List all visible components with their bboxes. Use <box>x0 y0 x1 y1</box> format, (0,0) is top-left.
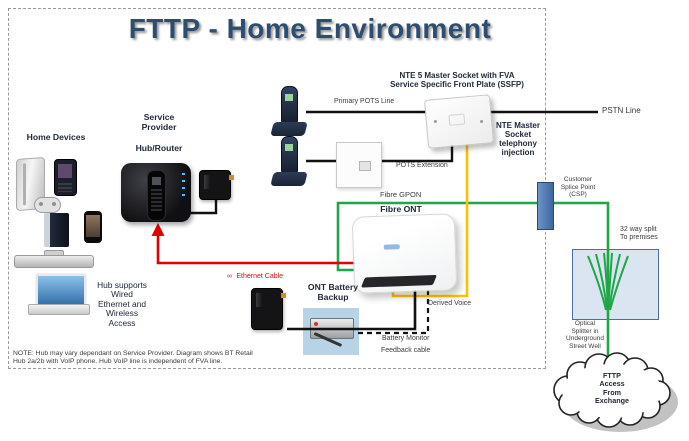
hub-led-lights <box>182 173 185 197</box>
ethernet-cable-icon: ∞ <box>226 273 232 280</box>
smartphone-image <box>54 159 77 196</box>
hub-power-cable <box>190 198 218 215</box>
pots-extension-socket-image <box>336 142 382 188</box>
pots-extension-label: POTS Extension <box>396 162 448 169</box>
exchange-cloud-label: FTTP Access From Exchange <box>595 371 629 406</box>
32-way-split-label: 32 way split To premises <box>620 226 658 242</box>
cordless-phone-extension-image <box>270 136 308 188</box>
phone-handset <box>281 86 298 127</box>
page-title: FTTP - Home Environment <box>128 13 492 44</box>
derived-voice-label: Derived Voice <box>428 300 472 307</box>
ethernet-cable-line <box>156 234 378 265</box>
hub-router-label: Hub/Router <box>135 143 183 153</box>
phone-base <box>270 122 308 136</box>
optical-splitter-box <box>572 249 659 320</box>
footer-note: NOTE: Hub may vary dependant on Service … <box>13 350 253 366</box>
nte-injection-label: NTE Master Socket telephony injection <box>495 121 540 157</box>
fibre-ont-label: Fibre ONT <box>380 204 422 214</box>
fibre-gpon-cable <box>336 201 610 358</box>
phone-base <box>270 172 308 186</box>
fibre-ont-image <box>351 213 458 294</box>
exchange-cloud-icon <box>553 352 678 432</box>
service-provider-label: Service Provider <box>141 112 177 132</box>
ont-power-adapter-image <box>251 288 286 330</box>
feedback-cable-label: Feedback cable <box>381 347 431 354</box>
ethernet-cable-label-group: ∞ Ethernet Cable <box>205 265 305 283</box>
hub-power-adapter-image <box>199 170 234 200</box>
customer-splice-point-image <box>537 182 554 230</box>
fibre-gpon-label: Fibre GPON <box>380 190 422 199</box>
battery-monitor-label: Battery Monitor <box>382 335 430 342</box>
game-controller-image <box>34 197 61 213</box>
home-devices-label: Home Devices <box>26 132 86 142</box>
voip-phone-image <box>147 170 166 221</box>
battery-monitor-cable <box>358 272 430 335</box>
ethernet-arrowhead <box>151 223 165 236</box>
laptop-base-image <box>28 304 90 315</box>
hub-supports-label: Hub supports Wired Ethernet and Wireless… <box>97 280 147 328</box>
pstn-line-label: PSTN Line <box>602 106 641 115</box>
phone-handset <box>281 136 298 177</box>
soundbar-image <box>14 255 94 268</box>
socket-faceplate-detail <box>448 113 466 126</box>
iphone-image <box>84 211 102 243</box>
nte5-socket-label: NTE 5 Master Socket with FVA Service Spe… <box>390 71 524 89</box>
primary-pots-label: Primary POTS Line <box>334 98 395 105</box>
nte5-master-socket-image <box>423 94 495 149</box>
cordless-phone-primary-image <box>270 86 308 138</box>
pc-tower-image <box>44 213 69 247</box>
csp-label: Customer Splice Point (CSP) <box>560 176 596 199</box>
splitter-fan-icon <box>587 252 629 311</box>
ethernet-cable-label: Ethernet Cable <box>236 273 284 280</box>
laptop-screen-image <box>36 274 86 308</box>
ont-battery-label: ONT Battery Backup <box>307 282 359 302</box>
optical-splitter-label: Optical Splitter in Underground Street W… <box>566 320 604 350</box>
hub-router-image <box>121 163 191 222</box>
